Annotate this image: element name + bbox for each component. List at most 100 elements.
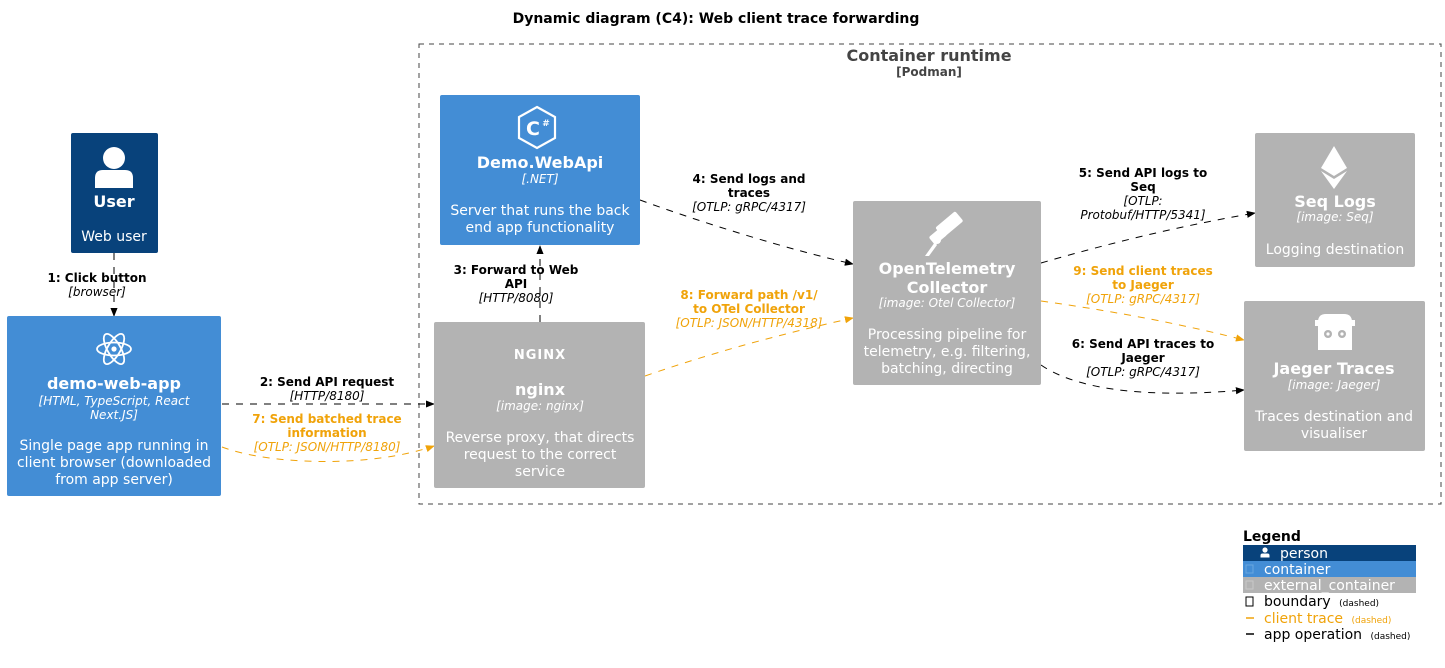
nginx-tech: [image: nginx] <box>496 399 584 413</box>
legend-boundary: boundary <box>1264 594 1331 610</box>
webapp-tech-line-2: Next.JS] <box>90 408 138 422</box>
legend-client-trace-note: (dashed) <box>1352 616 1392 626</box>
nginx-desc-line-3: service <box>515 464 565 480</box>
legend-external-container: external_container <box>1264 578 1395 594</box>
boundary-frame <box>418 43 1442 505</box>
telescope-icon <box>925 211 963 256</box>
e4-label-line-2: traces <box>728 186 770 200</box>
e7-label-line-2: information <box>287 426 366 440</box>
e6-label-line-2: Jaeger <box>1120 351 1164 365</box>
webapp-box <box>7 316 221 496</box>
e6-tech: [OTLP: gRPC/4317] <box>1086 365 1200 379</box>
node-seq-logs[interactable]: Seq Logs [image: Seq] Logging destinatio… <box>1255 133 1415 267</box>
otel-name-line-1: OpenTelemetry <box>879 259 1016 278</box>
edge-send-api-traces-to-jaeger <box>1040 364 1245 395</box>
webapi-desc-line-1: Server that runs the back <box>450 203 630 219</box>
e5-tech-line-2: Protobuf/HTTP/5341] <box>1080 208 1206 222</box>
edge-send-batched-trace <box>221 445 435 462</box>
jaeger-box <box>1244 301 1425 451</box>
e9-label-line-1: 9: Send client traces <box>1073 264 1213 278</box>
node-nginx[interactable]: NGINX nginx [image: nginx] Reverse proxy… <box>434 322 645 488</box>
svg-text:#: # <box>542 119 550 129</box>
e5-label-line-2: Seq <box>1130 180 1155 194</box>
legend-container: container <box>1264 562 1331 578</box>
legend-boundary-note: (dashed) <box>1339 599 1379 609</box>
webapp-desc-line-2: client browser (downloaded <box>17 455 211 471</box>
node-demo-webapi[interactable]: C # Demo.WebApi [.NET] Server that runs … <box>440 95 640 245</box>
legend: Legend person container external_contain… <box>1243 529 1416 643</box>
e7-label-line-1: 7: Send batched trace <box>252 412 401 426</box>
jaeger-icon <box>1315 314 1355 350</box>
e4-label-line-1: 4: Send logs and <box>693 172 806 186</box>
jaeger-tech: [image: Jaeger] <box>1288 378 1381 392</box>
webapi-tech: [.NET] <box>521 172 558 186</box>
container-runtime-boundary: Container runtime [Podman] <box>418 43 1442 505</box>
edge-labels: 1: Click button [browser] 2: Send API re… <box>47 166 1214 454</box>
edge-forward-path-v1 <box>644 316 854 377</box>
legend-title: Legend <box>1243 529 1301 545</box>
e8-label-line-1: 8: Forward path /v1/ <box>680 288 818 302</box>
legend-external-swatch <box>1243 577 1416 593</box>
node-demo-web-app[interactable]: demo-web-app [HTML, TypeScript, React Ne… <box>7 316 221 496</box>
legend-boundary-line: boundary (dashed) <box>1264 594 1379 610</box>
boundary-tech: [Podman] <box>896 65 962 79</box>
edges <box>110 199 1256 462</box>
webapi-box <box>440 95 640 245</box>
nginx-desc-line-1: Reverse proxy, that directs <box>446 430 635 446</box>
svg-text:C: C <box>526 118 540 140</box>
legend-app-operation: app operation <box>1264 627 1362 643</box>
diagram-title: Dynamic diagram (C4): Web client trace f… <box>513 11 920 27</box>
nginx-box <box>434 322 645 488</box>
legend-boundary-icon <box>1245 596 1254 607</box>
e4-tech: [OTLP: gRPC/4317] <box>692 200 806 214</box>
e8-tech: [OTLP: JSON/HTTP/4318] <box>676 316 823 330</box>
node-user[interactable]: User Web user <box>71 133 158 253</box>
person-icon <box>95 147 133 188</box>
e6-label-line-1: 6: Send API traces to <box>1072 337 1214 351</box>
jaeger-desc-line-1: Traces destination and <box>1254 409 1413 425</box>
e9-label-line-2: to Jaeger <box>1112 278 1174 292</box>
seq-tech: [image: Seq] <box>1296 210 1374 224</box>
legend-client-trace-line: client trace (dashed) <box>1264 611 1391 627</box>
nginx-icon: NGINX <box>514 348 566 363</box>
user-desc: Web user <box>81 229 147 245</box>
seq-box <box>1255 133 1415 267</box>
webapi-desc-line-2: end app functionality <box>466 220 615 236</box>
node-otel-collector[interactable]: OpenTelemetry Collector [image: Otel Col… <box>853 201 1041 385</box>
e9-tech: [OTLP: gRPC/4317] <box>1086 292 1200 306</box>
e1-tech: [browser] <box>68 285 126 299</box>
seq-icon <box>1321 146 1347 189</box>
e5-tech-line-1: [OTLP: <box>1123 194 1162 208</box>
boundary-name: Container runtime <box>846 46 1011 65</box>
legend-external-icon <box>1245 580 1254 590</box>
nginx-desc-line-2: request to the correct <box>464 447 617 463</box>
legend-person: person <box>1280 546 1328 562</box>
node-jaeger-traces[interactable]: Jaeger Traces [image: Jaeger] Traces des… <box>1244 301 1425 451</box>
csharp-icon: C # <box>517 105 557 150</box>
webapi-name: Demo.WebApi <box>477 153 604 172</box>
e3-label-line-2: API <box>505 277 528 291</box>
legend-container-swatch <box>1243 561 1416 577</box>
seq-name: Seq Logs <box>1294 192 1376 211</box>
otel-desc-line-1: Processing pipeline for <box>868 327 1027 343</box>
jaeger-desc-line-2: visualiser <box>1301 426 1368 442</box>
otel-name-line-2: Collector <box>907 278 988 297</box>
legend-client-trace: client trace <box>1264 611 1343 627</box>
seq-desc: Logging destination <box>1266 242 1404 258</box>
e8-label-line-2: to OTel Collector <box>693 302 805 316</box>
e3-tech: [HTTP/8080] <box>479 291 554 305</box>
user-box <box>71 133 158 253</box>
legend-person-icon <box>1260 547 1270 558</box>
e2-label: 2: Send API request <box>260 375 395 389</box>
webapp-tech-line-1: [HTML, TypeScript, React <box>39 394 191 408</box>
webapp-name: demo-web-app <box>47 374 181 393</box>
e1-label: 1: Click button <box>47 271 146 285</box>
edge-send-client-traces <box>1040 300 1245 342</box>
otel-box <box>853 201 1041 385</box>
legend-person-swatch <box>1243 545 1416 561</box>
webapp-desc-line-3: from app server) <box>55 472 173 488</box>
user-name: User <box>93 192 134 211</box>
otel-desc-line-2: telemetry, e.g. filtering, <box>864 344 1031 360</box>
legend-app-operation-line: app operation (dashed) <box>1264 627 1410 643</box>
e2-tech: [HTTP/8180] <box>290 389 365 403</box>
